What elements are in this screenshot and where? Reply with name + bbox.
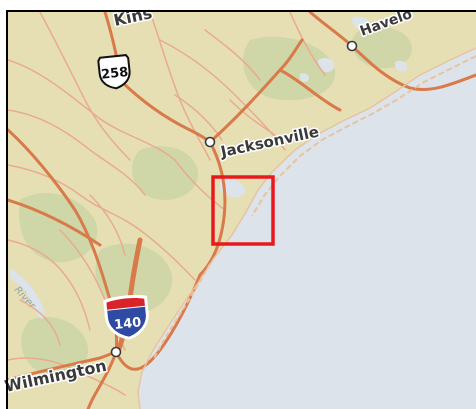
city-marker-icon[interactable] [204, 136, 216, 148]
barrier-island [251, 55, 476, 217]
forest-areas [19, 26, 413, 375]
barrier-island-south [153, 263, 211, 359]
highlight-box [211, 175, 275, 246]
map-frame-left [6, 10, 8, 409]
inland-water [10, 16, 408, 319]
map-frame-top [8, 10, 476, 12]
shoreline [137, 47, 476, 409]
interstate-shield-icon: 140 [103, 294, 149, 340]
city-marker-icon[interactable] [346, 40, 358, 52]
city-marker-icon[interactable] [110, 346, 122, 358]
interstate-number: 140 [113, 315, 142, 333]
us-route-number: 258 [100, 65, 129, 83]
us-route-shield-icon: 258 [97, 54, 131, 90]
